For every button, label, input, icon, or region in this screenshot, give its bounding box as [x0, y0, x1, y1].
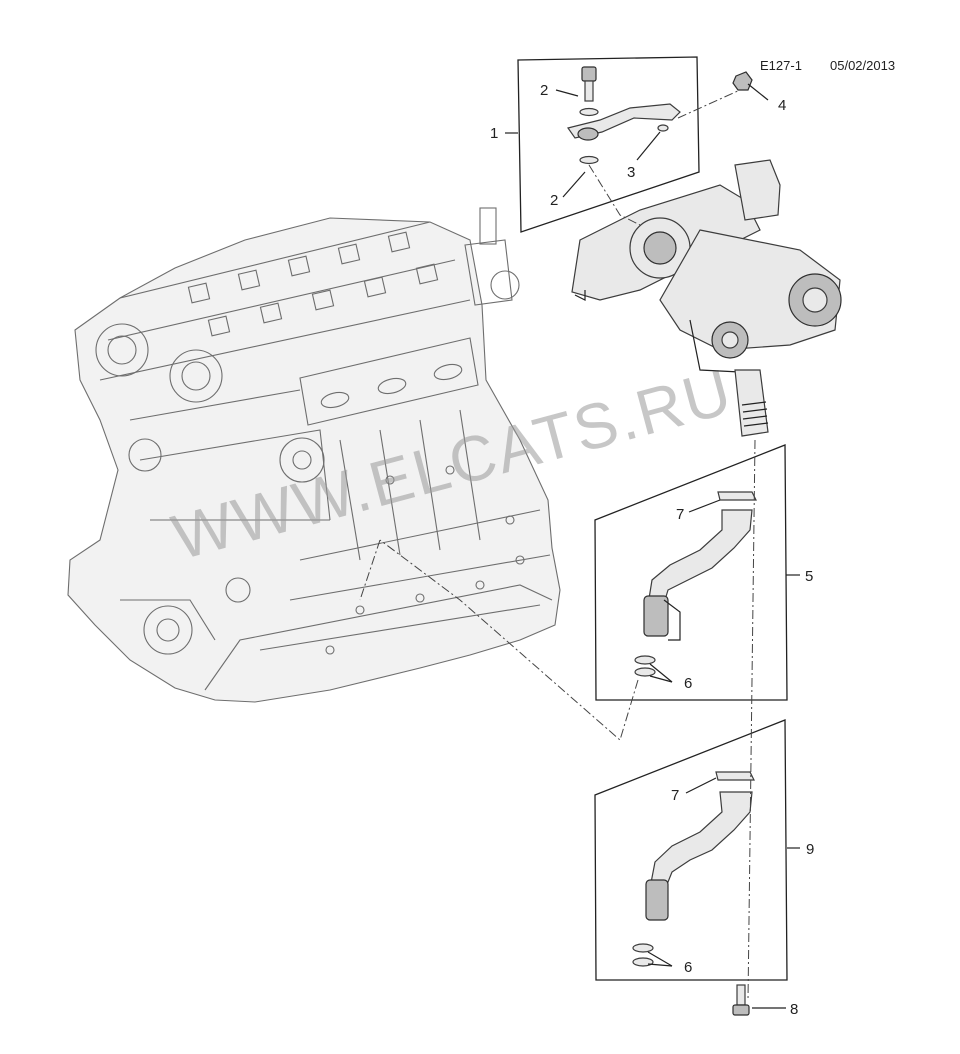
engine-block-illustration [67, 207, 561, 703]
bolt-8-illustration [732, 984, 750, 1016]
group-1-box [517, 56, 741, 233]
callout-2-lower: 2 [550, 192, 558, 209]
callout-6-upper: 6 [684, 675, 692, 692]
leader-lines [505, 83, 800, 1009]
group-9-box [594, 719, 788, 981]
callout-9: 9 [806, 841, 814, 858]
callout-4: 4 [778, 97, 786, 114]
assembly-lines [359, 439, 756, 1001]
bolt-4-illustration [732, 71, 753, 91]
callout-6-lower: 6 [684, 959, 692, 976]
callout-7-lower: 7 [671, 787, 679, 804]
diagram-date: 05/02/2013 [830, 58, 895, 73]
callout-1: 1 [490, 125, 498, 142]
callout-2-upper: 2 [540, 82, 548, 99]
group-5-box [594, 444, 788, 701]
turbocharger-illustration [571, 159, 842, 437]
callout-3: 3 [627, 164, 635, 181]
callout-8: 8 [790, 1001, 798, 1018]
callout-7-upper: 7 [676, 506, 684, 523]
diagram-code: E127-1 [760, 58, 802, 73]
callout-5: 5 [805, 568, 813, 585]
